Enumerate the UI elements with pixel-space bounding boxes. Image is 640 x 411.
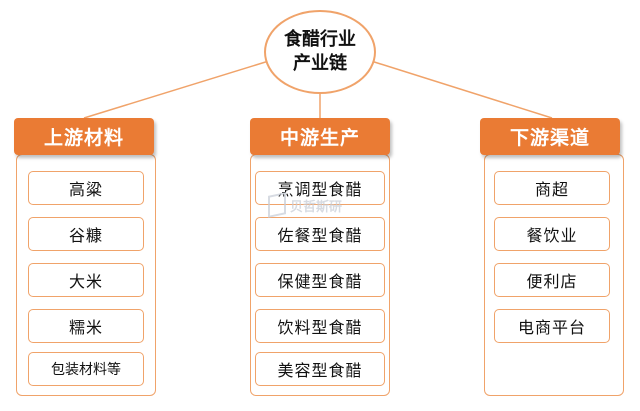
midstream-item-2: 佐餐型食醋 <box>255 217 385 251</box>
upstream-item-3: 大米 <box>28 263 144 297</box>
root-title-line1: 食醋行业 <box>284 29 356 50</box>
downstream-item-2: 餐饮业 <box>494 217 610 251</box>
upstream-item-5: 包装材料等 <box>28 352 144 386</box>
downstream-header: 下游渠道 <box>480 118 620 155</box>
downstream-item-1: 商超 <box>494 171 610 205</box>
watermark-text: 贝哲斯研 <box>290 199 343 215</box>
connector-left <box>83 59 273 119</box>
midstream-item-4: 饮料型食醋 <box>255 309 385 343</box>
midstream-item-3: 保健型食醋 <box>255 263 385 297</box>
midstream-header: 中游生产 <box>250 118 390 155</box>
root-node: 食醋行业 产业链 <box>264 10 376 94</box>
downstream-item-3: 便利店 <box>494 263 610 297</box>
midstream-item-1: 烹调型食醋 <box>255 171 385 205</box>
watermark-logo-icon <box>268 192 286 218</box>
upstream-item-2: 谷糠 <box>28 217 144 251</box>
watermark: 贝哲斯研 <box>268 192 378 218</box>
root-title-line2: 产业链 <box>293 53 347 74</box>
downstream-item-4: 电商平台 <box>494 309 610 343</box>
midstream-item-5: 美容型食醋 <box>255 352 385 386</box>
upstream-item-4: 糯米 <box>28 309 144 343</box>
connector-right <box>367 59 553 119</box>
upstream-item-1: 高粱 <box>28 171 144 205</box>
upstream-header: 上游材料 <box>14 118 154 155</box>
